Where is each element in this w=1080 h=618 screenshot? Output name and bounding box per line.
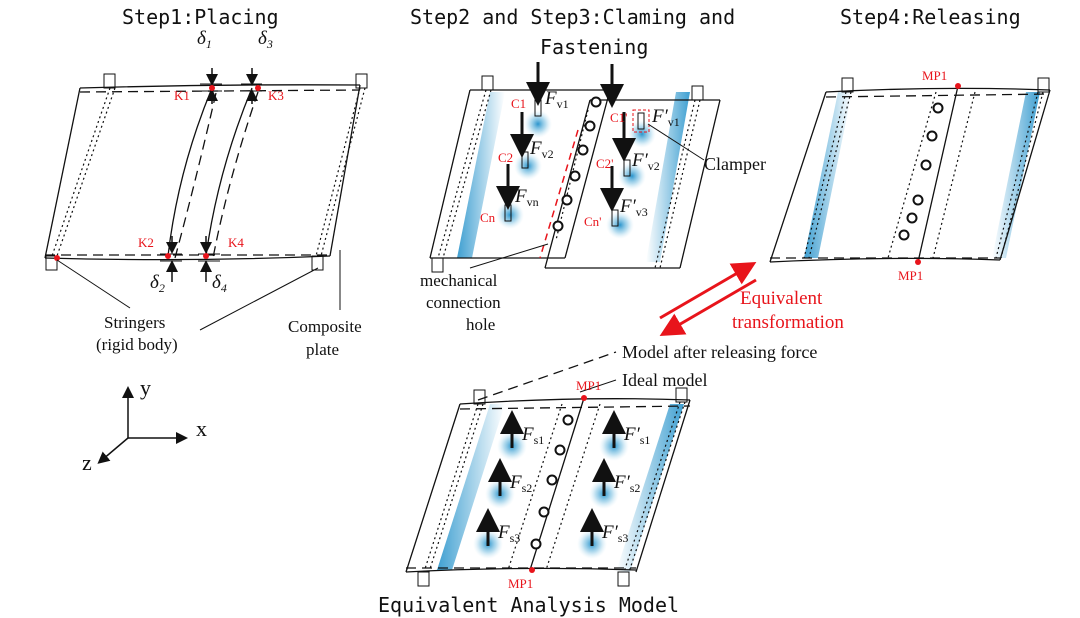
equivalent-model-panel: Model after releasing force Ideal model … [405,342,817,591]
hole-label-line1: mechanical [420,271,498,290]
fs1-label: Fs1 [521,424,544,447]
delta2-label: δ2 [150,272,165,295]
fv2-label: Fv2 [529,138,554,161]
equivalent-label-line1: Equivalent [740,288,823,309]
stringer-left [45,73,116,271]
k3-label: K3 [268,88,284,103]
axis-z-label: z [82,450,92,475]
step23-title-line1: Step2 and Step3:Claming and [410,5,735,29]
delta3-label: δ3 [258,28,273,51]
bottom-title: Equivalent Analysis Model [378,593,679,617]
step1-panel: δ1 δ3 δ2 δ4 K1 K3 K2 K4 Stringers (rigid… [44,28,368,359]
k2-label: K2 [138,235,154,250]
c1prime-label: C1' [610,110,628,125]
hole-label-line2: connection [426,293,501,312]
composite-label-line1: Composite [288,317,362,336]
mp1-bottom-label: MP1 [898,268,923,283]
stringer-right [311,73,368,271]
cn-label: Cn [480,210,496,225]
coordinate-axes: y x z [82,375,207,475]
clamper-label: Clamper [704,154,766,174]
k4-label: K4 [228,235,244,250]
cnprime-label: Cn' [584,214,602,229]
plate-top-edge [79,84,361,89]
step1-title: Step1:Placing [122,5,279,29]
fs3-label: Fs3 [497,522,520,545]
fvn-label: Fvn [514,186,539,209]
k1-label: K1 [174,88,190,103]
stringers-label-line2: (rigid body) [96,335,178,354]
model-after-release-label: Model after releasing force [622,342,817,362]
composite-label-line2: plate [306,340,339,359]
step23-panel: C1 C2 Cn C1' C2' Cn' Fv1 Fv2 Fvn F′v1 F′… [420,62,766,334]
step23-title-line2: Fastening [540,35,648,59]
c1-label: C1 [511,96,526,111]
delta1-label: δ1 [197,28,212,51]
equivalent-label-line2: transformation [732,312,844,333]
model-mp1-bottom-label: MP1 [508,576,533,591]
ideal-model-label: Ideal model [622,370,707,390]
fps3-label: F′s3 [601,522,628,545]
hole-label-line3: hole [466,315,495,334]
axis-y-label: y [140,375,151,400]
fps1-label: F′s1 [623,424,650,447]
step4-panel: MP1 MP1 [769,68,1051,283]
axis-x-label: x [196,416,207,441]
c2-label: C2 [498,150,513,165]
fpv3-label: F′v3 [619,196,648,219]
fps2-label: F′s2 [613,472,640,495]
delta4-label: δ4 [212,272,227,295]
c2prime-label: C2' [596,156,614,171]
plate-bottom-edge [44,255,331,261]
fpv2-label: F′v2 [631,150,660,173]
stringers-label-line1: Stringers [104,313,165,332]
model-mp1-top-label: MP1 [576,378,601,393]
fpv1-label: F′v1 [651,106,680,129]
fv1-label: Fv1 [544,88,569,111]
step4-title: Step4:Releasing [840,5,1021,29]
mp1-top-label: MP1 [922,68,947,83]
equivalent-transformation: Equivalent transformation [659,261,844,337]
fs2-label: Fs2 [509,472,532,495]
